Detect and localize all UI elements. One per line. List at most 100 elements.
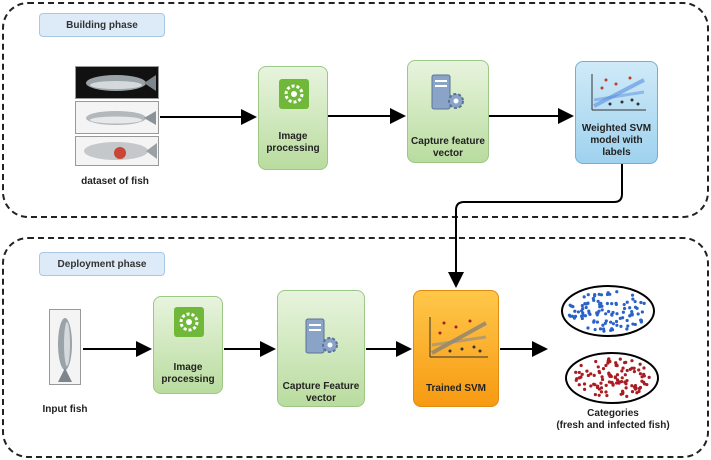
cluster-dot <box>636 312 640 316</box>
gear-chip-icon <box>279 79 309 109</box>
cluster-dot <box>577 370 581 375</box>
cluster-dot <box>607 372 611 376</box>
dataset-label: dataset of fish <box>81 176 149 187</box>
cluster-dot <box>624 382 628 386</box>
cluster-dot <box>605 393 609 398</box>
cluster-dot <box>631 322 635 326</box>
cluster-dot <box>611 383 615 387</box>
cluster-dot <box>633 305 638 309</box>
cluster-dot <box>610 301 614 306</box>
cluster-dot <box>580 372 584 376</box>
cluster-dot <box>621 366 625 370</box>
cluster-dot <box>626 324 630 328</box>
cluster-dot <box>586 293 590 297</box>
cluster-dot <box>645 382 649 387</box>
cluster-dot <box>599 381 603 385</box>
cluster-dot <box>642 374 646 378</box>
cluster-dot <box>638 385 643 390</box>
dataset-fish-photo-1 <box>75 66 159 99</box>
arrow-weighted-to-trained-svm <box>448 164 623 288</box>
cluster-dot <box>596 384 600 388</box>
cluster-dot <box>568 303 572 307</box>
deployment-phase-tag: Deployment phase <box>39 252 165 276</box>
cluster-dot <box>581 313 585 317</box>
dataset-fish-photo-2 <box>75 101 159 134</box>
cluster-dot <box>585 369 589 373</box>
cluster-dot <box>630 293 635 297</box>
cluster-dot <box>638 372 643 376</box>
input-fish-label: Input fish <box>42 404 88 415</box>
cluster-dot <box>607 380 611 384</box>
cluster-dot <box>610 380 614 385</box>
cluster-dot <box>598 327 603 331</box>
cluster-dot <box>639 318 643 322</box>
cluster-dot <box>600 308 604 312</box>
cluster-dot <box>580 304 584 308</box>
cluster-dot <box>639 300 643 305</box>
deploy-capture-feature-label: Capture Feature vector <box>282 381 360 404</box>
cluster-dot <box>606 291 610 295</box>
cluster-dot <box>613 375 617 379</box>
cluster-dot <box>625 394 629 399</box>
server-gear-icon <box>428 71 468 115</box>
cluster-dot <box>622 302 626 307</box>
cluster-dot <box>635 391 639 395</box>
cluster-dot <box>596 311 600 315</box>
categories-sublabel: (fresh and infected fish) <box>556 420 670 431</box>
cluster-dot <box>610 327 614 331</box>
cluster-dot <box>598 305 602 309</box>
cluster-dot <box>604 383 608 387</box>
cluster-dot <box>614 361 618 365</box>
cluster-dot <box>625 327 629 331</box>
building-capture-feature-label: Capture feature vector <box>411 136 485 159</box>
cluster-dot <box>584 305 588 310</box>
cluster-dot <box>642 301 646 305</box>
cluster-dot <box>618 357 622 361</box>
cluster-dot <box>630 384 634 388</box>
building-image-processing-box <box>258 66 328 170</box>
building-phase-tag: Building phase <box>39 13 165 37</box>
deployment-phase-panel <box>2 237 709 458</box>
cluster-dot <box>604 390 608 394</box>
cluster-dot <box>638 362 642 366</box>
cluster-dot <box>586 373 590 378</box>
cluster-dot <box>607 309 611 314</box>
cluster-dot <box>633 322 637 327</box>
cluster-dot <box>594 359 598 364</box>
cluster-dot <box>601 367 606 371</box>
building-image-processing-label: Image processing <box>266 131 320 154</box>
cluster-dot <box>574 370 578 374</box>
cluster-dot <box>577 376 581 380</box>
categories-label: Categories <box>587 408 639 419</box>
cluster-dot <box>633 387 638 391</box>
cluster-dot <box>620 369 624 373</box>
cluster-dot <box>615 373 620 377</box>
cluster-dot <box>628 306 632 310</box>
cluster-dot <box>567 313 572 317</box>
cluster-dot <box>615 312 619 316</box>
cluster-dot <box>619 324 623 328</box>
cluster-dot <box>647 375 651 379</box>
cluster-dot <box>615 323 619 327</box>
weighted-svm-label: Weighted SVM model with labels <box>581 123 652 158</box>
cluster-dot <box>617 381 621 385</box>
cluster-dot <box>599 293 604 297</box>
deploy-capture-feature-box <box>277 290 365 407</box>
scatter-plot-icon <box>424 313 490 363</box>
cluster-dot <box>615 364 619 368</box>
cluster-dot <box>615 378 620 382</box>
cluster-dot <box>628 367 632 371</box>
cluster-dot <box>586 326 590 330</box>
cluster-dot <box>625 379 629 383</box>
cluster-dot <box>597 371 602 375</box>
trained-svm-label: Trained SVM <box>425 383 486 394</box>
cluster-dot <box>573 309 577 313</box>
cluster-dot <box>600 377 605 382</box>
cluster-dot <box>593 392 597 397</box>
cluster-dot <box>589 372 593 376</box>
cluster-dot <box>596 365 600 369</box>
cluster-dot <box>630 359 634 363</box>
building-phase-panel <box>2 2 709 218</box>
cluster-dot <box>593 383 597 387</box>
cluster-dot <box>600 375 604 379</box>
